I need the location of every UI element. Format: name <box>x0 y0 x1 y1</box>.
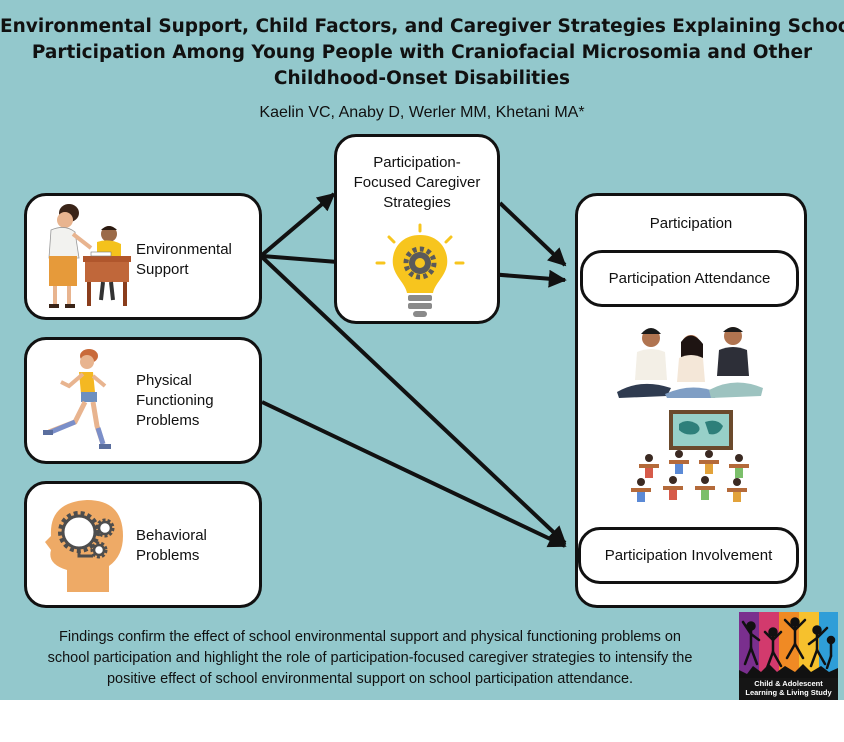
classroom-icon <box>631 410 749 502</box>
participation-involvement-node: Participation Involvement <box>578 527 799 584</box>
participation-heading: Participation <box>649 215 733 232</box>
arrow-physical-to-involvement <box>261 400 567 548</box>
caregiver-strategies-label: Participation- Focused Caregiver Strateg… <box>353 154 481 211</box>
physical-functioning-box: Physical Functioning Problems <box>24 337 262 464</box>
environmental-support-label: Environmental Support <box>136 241 232 278</box>
teacher-student-icon <box>48 204 131 308</box>
title-line-3: Childhood-Onset Disabilities <box>273 68 571 89</box>
finding-line-1: Findings confirm the effect of school en… <box>59 629 681 645</box>
title-line-2: Participation Among Young People with Cr… <box>31 42 813 63</box>
key-finding: Findings confirm the effect of school en… <box>0 627 740 690</box>
physical-functioning-label: Physical Functioning Problems <box>136 372 214 429</box>
caregiver-strategies-box: Participation- Focused Caregiver Strateg… <box>334 134 500 324</box>
environmental-support-box: Environmental Support <box>24 193 262 320</box>
arrow-env-to-caregiver <box>260 192 336 257</box>
study-logo: Child & Adolescent Learning & Living Stu… <box>739 612 838 700</box>
authors: Kaelin VC, Anaby D, Werler MM, Khetani M… <box>259 104 585 121</box>
head-gears-icon <box>45 500 123 592</box>
arrow-caregiver-to-attendance <box>498 201 567 267</box>
logo-text: Child & Adolescent Learning & Living Stu… <box>745 679 832 697</box>
behavioral-problems-box: Behavioral Problems <box>24 481 262 608</box>
group-of-youth-icon <box>617 327 763 398</box>
poster-background: Environmental Support, Child Factors, an… <box>0 0 844 700</box>
dancers-icon <box>739 612 838 678</box>
behavioral-problems-label: Behavioral Problems <box>136 527 207 564</box>
lightbulb-gear-icon <box>375 223 465 317</box>
poster-title: Environmental Support, Child Factors, an… <box>0 14 844 92</box>
title-line-1: Environmental Support, Child Factors, an… <box>0 16 844 37</box>
finding-line-2: school participation and highlight the r… <box>47 650 693 666</box>
path-arrows <box>260 192 567 548</box>
participation-attendance-node: Participation Attendance <box>580 250 799 307</box>
arrow-env-to-involvement <box>260 255 567 545</box>
finding-line-3: positive effect of school environmental … <box>106 671 634 687</box>
runner-icon <box>43 349 111 449</box>
